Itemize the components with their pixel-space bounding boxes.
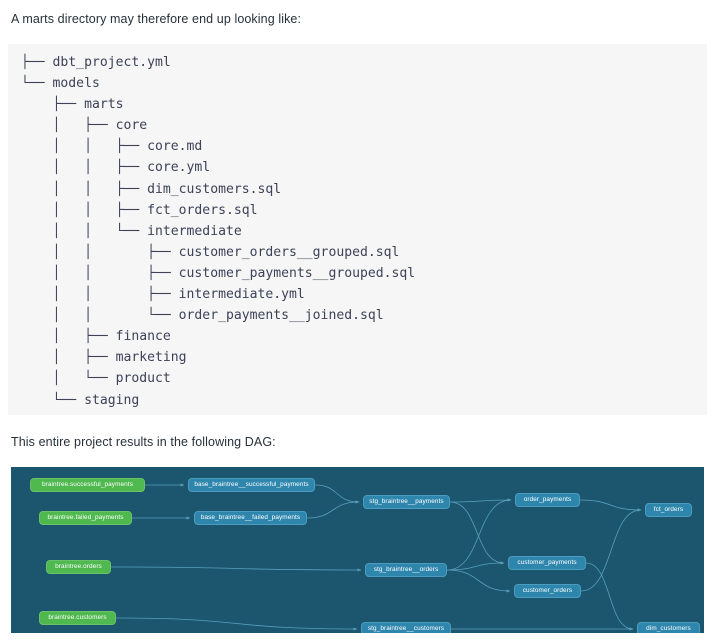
dag-node-label: base_braintree__successful_payments (194, 480, 309, 488)
dag-node-label: base_braintree__failed_payments (200, 513, 301, 521)
dag-edge-stg_braintree_orders-to-customer_orders (446, 569, 511, 593)
dag-node-stg_braintree_customers[interactable]: stg_braintree__customers (361, 622, 451, 633)
dag-node-label: braintree.customers (48, 613, 107, 621)
dag-node-label: braintree.orders (55, 562, 102, 570)
dag-node-label: stg_braintree__orders (373, 565, 439, 573)
dag-node-stg_braintree_orders[interactable]: stg_braintree__orders (365, 563, 447, 577)
dag-node-customer_orders[interactable]: customer_orders (514, 584, 581, 598)
dag-node-label: customer_payments (517, 558, 577, 566)
dag-edge-stg_braintree_payments-to-order_payments (449, 498, 512, 503)
dag-edge-braintree_customers-to-stg_braintree_customers (115, 617, 358, 631)
dag-node-fct_orders[interactable]: fct_orders (645, 503, 692, 517)
dag-edge-base_braintree_successful_payments-to-stg_braintree_payments (314, 484, 360, 504)
dag-edge-order_payments-to-fct_orders (579, 499, 642, 512)
dag-node-label: stg_braintree__customers (367, 624, 445, 632)
dag-node-stg_braintree_payments[interactable]: stg_braintree__payments (363, 495, 450, 509)
dag-edge-customer_orders-to-fct_orders (580, 508, 642, 592)
dag-node-braintree_orders[interactable]: braintree.orders (46, 560, 111, 574)
dag-edge-braintree_orders-to-stg_braintree_orders (110, 566, 362, 572)
dag-edge-layer (110, 483, 642, 631)
intro-paragraph: A marts directory may therefore end up l… (11, 12, 302, 26)
directory-tree-text: ├── dbt_project.yml └── models ├── marts… (21, 55, 416, 408)
dag-node-label: stg_braintree__payments (369, 497, 444, 505)
dag-node-base_braintree_failed_payments[interactable]: base_braintree__failed_payments (194, 511, 307, 525)
dag-node-braintree_customers[interactable]: braintree.customers (39, 611, 116, 625)
dag-edge-customer_payments-to-dim_customers (585, 562, 634, 631)
dag-edge-stg_braintree_orders-to-customer_payments (446, 561, 505, 571)
dag-node-dim_customers[interactable]: dim_customers (637, 622, 700, 633)
dag-node-base_braintree_successful_payments[interactable]: base_braintree__successful_payments (188, 478, 315, 492)
dag-canvas[interactable]: braintree.successful_payments braintree.f… (11, 467, 704, 633)
dag-node-label: dim_customers (646, 624, 691, 632)
dag-edge-stg_braintree_payments-to-customer_payments (449, 501, 505, 565)
dag-node-order_payments[interactable]: order_payments (515, 493, 580, 507)
dag-edge-stg_braintree_orders-to-order_payments (446, 498, 512, 571)
dag-node-label: fct_orders (653, 505, 684, 513)
dag-edge-base_braintree_failed_payments-to-stg_braintree_payments (306, 500, 360, 519)
dag-node-label: customer_orders (522, 586, 573, 594)
dag-caption: This entire project results in the follo… (11, 435, 276, 449)
directory-tree-code-block: ├── dbt_project.yml └── models ├── marts… (8, 44, 707, 415)
dag-node-customer_payments[interactable]: customer_payments (508, 556, 586, 570)
dag-node-label: braintree.successful_payments (42, 480, 133, 488)
dag-node-label: order_payments (523, 495, 572, 503)
dag-node-braintree_successful_payments[interactable]: braintree.successful_payments (30, 478, 145, 492)
dag-node-braintree_failed_payments[interactable]: braintree.failed_payments (39, 511, 132, 525)
dag-node-label: braintree.failed_payments (47, 513, 124, 521)
